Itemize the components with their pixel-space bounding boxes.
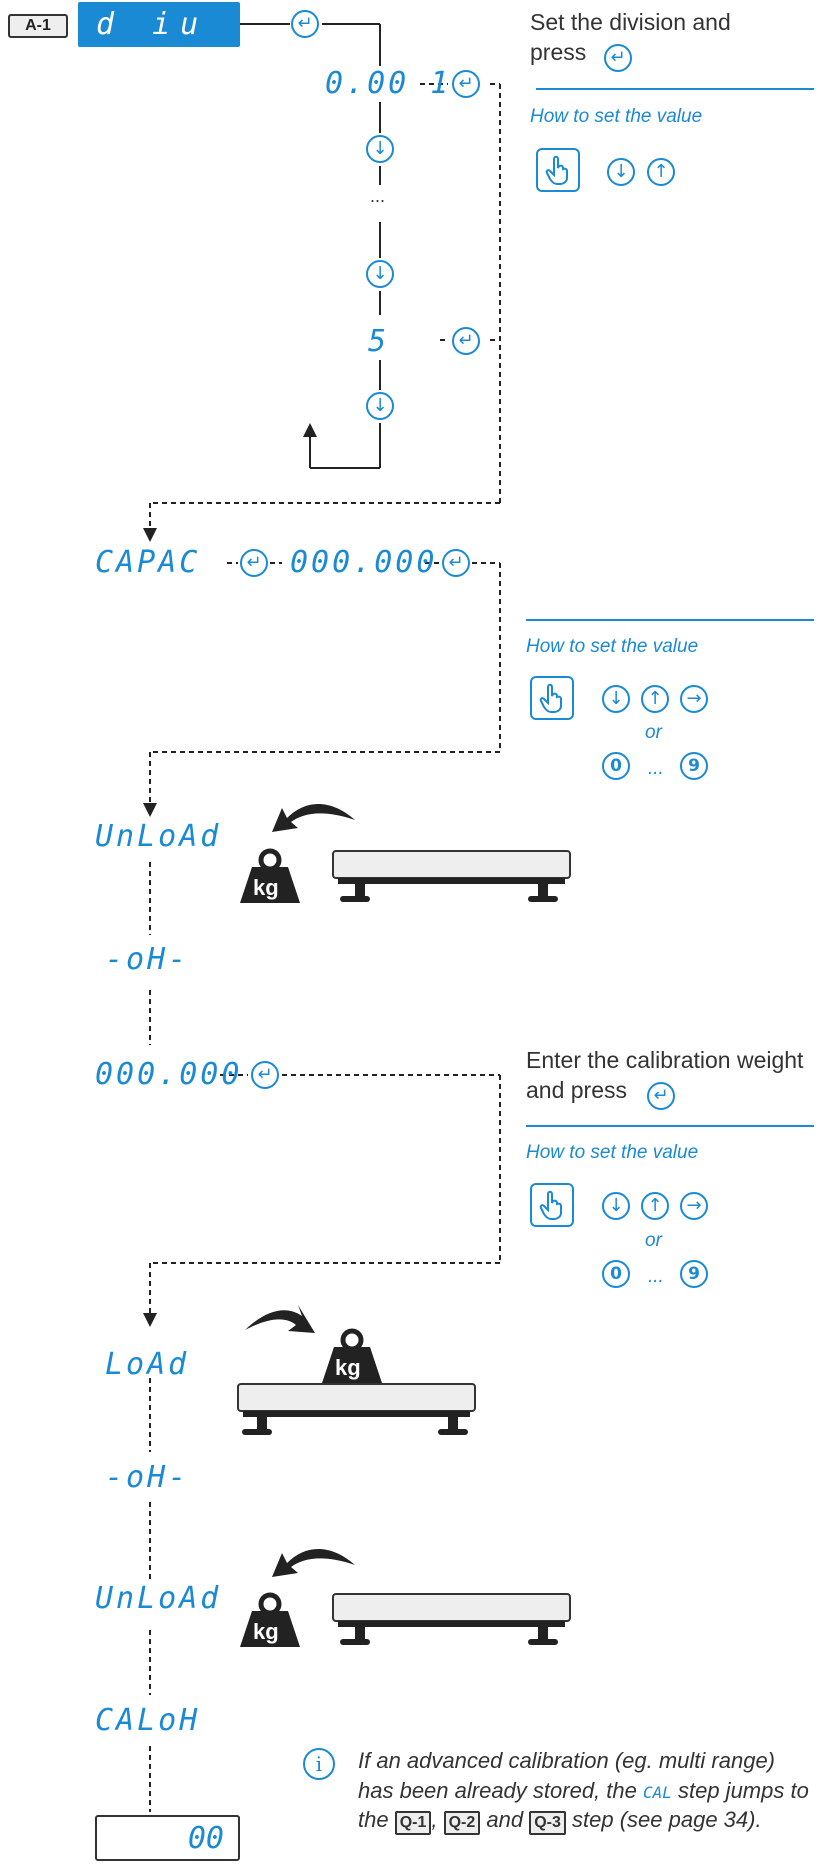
weight-label: kg bbox=[253, 1619, 279, 1644]
down-arrow-icon[interactable]: ↓ bbox=[366, 392, 394, 420]
right-arrow-icon[interactable]: → bbox=[680, 685, 708, 713]
remove-arrow-2 bbox=[272, 1549, 355, 1577]
instruction-line-1: Enter the calibration weight bbox=[526, 1047, 804, 1073]
touch-key-icon[interactable] bbox=[530, 676, 574, 720]
remove-arrow-1 bbox=[272, 804, 355, 832]
ellipsis: ... bbox=[648, 758, 664, 779]
or-label: or bbox=[645, 722, 662, 743]
q2-badge: Q-2 bbox=[443, 1811, 481, 1836]
down-arrow-icon[interactable]: ↓ bbox=[366, 260, 394, 288]
load-display: LoAd bbox=[105, 1347, 190, 1382]
enter-icon[interactable]: ↵ bbox=[604, 44, 632, 72]
note-text: and bbox=[480, 1807, 530, 1833]
weight-icon-2 bbox=[322, 1328, 382, 1383]
division-value-last: 5 bbox=[368, 324, 390, 359]
capac-value: 000.000 bbox=[290, 545, 438, 580]
enter-icon[interactable]: ↵ bbox=[647, 1082, 675, 1110]
down-arrow-icon[interactable]: ↓ bbox=[366, 135, 394, 163]
place-arrow bbox=[245, 1305, 315, 1333]
unload-display: UnLoAd bbox=[95, 1581, 222, 1616]
digit-9-key[interactable]: 9 bbox=[680, 752, 708, 780]
note-text: , bbox=[431, 1807, 444, 1833]
final-display: 00 bbox=[95, 1815, 240, 1861]
down-arrow-icon[interactable]: ↓ bbox=[602, 685, 630, 713]
note-text: If an advanced calibration (eg. multi ra… bbox=[358, 1748, 776, 1803]
touch-key-icon[interactable] bbox=[530, 1183, 574, 1227]
digit-0-key[interactable]: 0 bbox=[602, 1260, 630, 1288]
instruction-enter-calib: Enter the calibration weight and press bbox=[526, 1046, 803, 1106]
ellipsis: ... bbox=[648, 1266, 664, 1287]
up-arrow-icon[interactable]: ↑ bbox=[641, 1192, 669, 1220]
weight-label: kg bbox=[253, 875, 279, 900]
separator bbox=[526, 1125, 814, 1127]
enter-icon[interactable]: ↵ bbox=[442, 549, 470, 577]
unload-display: UnLoAd bbox=[95, 819, 222, 854]
separator bbox=[536, 88, 814, 90]
info-icon: i bbox=[303, 1748, 335, 1780]
q1-badge: Q-1 bbox=[394, 1811, 432, 1836]
enter-icon[interactable]: ↵ bbox=[291, 10, 319, 38]
capac-label: CAPAC bbox=[95, 545, 201, 580]
cal-code: CAL bbox=[642, 1782, 672, 1802]
touch-key-icon[interactable] bbox=[536, 148, 580, 192]
q3-badge: Q-3 bbox=[529, 1811, 566, 1836]
ellipsis: ... bbox=[370, 186, 386, 206]
division-display: d iu bbox=[78, 2, 240, 47]
weight-label: kg bbox=[335, 1355, 361, 1380]
scale-platform-3 bbox=[332, 1593, 571, 1645]
separator bbox=[526, 619, 814, 621]
note-text: step (see page 34). bbox=[565, 1807, 762, 1833]
down-arrow-icon[interactable]: ↓ bbox=[607, 158, 635, 186]
weight-icon-3 bbox=[240, 1592, 300, 1647]
up-arrow-icon[interactable]: ↑ bbox=[641, 685, 669, 713]
cal-ok-display: CALoH bbox=[95, 1703, 201, 1738]
ok-display: -oH- bbox=[105, 942, 190, 977]
instruction-line-1: Set the division and bbox=[530, 9, 731, 35]
advanced-calibration-note: If an advanced calibration (eg. multi ra… bbox=[358, 1746, 813, 1836]
instruction-set-division: Set the division and press bbox=[530, 8, 731, 68]
digit-9-key[interactable]: 9 bbox=[680, 1260, 708, 1288]
enter-icon[interactable]: ↵ bbox=[452, 70, 480, 98]
weight-icon-1 bbox=[240, 848, 300, 903]
enter-icon[interactable]: ↵ bbox=[240, 549, 268, 577]
enter-icon[interactable]: ↵ bbox=[251, 1061, 279, 1089]
how-to-set-label: How to set the value bbox=[526, 1142, 699, 1163]
step-badge: A-1 bbox=[8, 14, 68, 38]
division-value-first: 0.00 1 bbox=[325, 66, 452, 101]
note-text: step jumps to the bbox=[358, 1777, 809, 1833]
instruction-line-2: press bbox=[530, 38, 587, 65]
calib-weight-value: 000.000 bbox=[95, 1057, 243, 1092]
down-arrow-icon[interactable]: ↓ bbox=[602, 1192, 630, 1220]
enter-icon[interactable]: ↵ bbox=[452, 327, 480, 355]
how-to-set-label: How to set the value bbox=[526, 636, 699, 657]
or-label: or bbox=[645, 1230, 662, 1251]
instruction-line-2: and press bbox=[526, 1076, 628, 1103]
ok-display: -oH- bbox=[105, 1460, 190, 1495]
right-arrow-icon[interactable]: → bbox=[680, 1192, 708, 1220]
digit-0-key[interactable]: 0 bbox=[602, 752, 630, 780]
up-arrow-icon[interactable]: ↑ bbox=[647, 158, 675, 186]
scale-platform-2 bbox=[237, 1383, 476, 1435]
how-to-set-label: How to set the value bbox=[530, 106, 703, 127]
scale-platform-1 bbox=[332, 850, 571, 902]
